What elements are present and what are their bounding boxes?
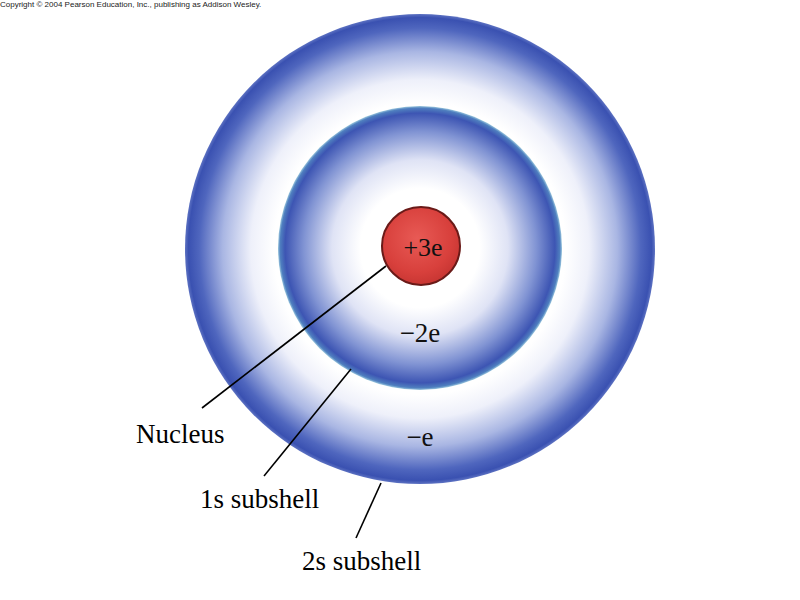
nucleus-circle: +3e [381, 206, 461, 286]
part-label: Nucleus [136, 419, 224, 450]
part-label: 1s subshell [200, 484, 319, 515]
1s-shell-cloud [278, 106, 562, 390]
leader-line [264, 369, 351, 476]
1s-subshell: −2e +3e [279, 107, 561, 389]
2s-shell-cloud [185, 14, 655, 484]
2s-subshell: −e −2e +3e [185, 14, 655, 484]
charge-label: +3e [403, 233, 442, 263]
part-label: 2s subshell [302, 546, 421, 577]
copyright-note: Copyright © 2004 Pearson Education, Inc.… [0, 0, 800, 9]
leader-line [202, 266, 386, 408]
electron-charge: −2e [400, 318, 441, 349]
leader-line [356, 483, 381, 538]
electron-charge: −e [406, 422, 433, 453]
